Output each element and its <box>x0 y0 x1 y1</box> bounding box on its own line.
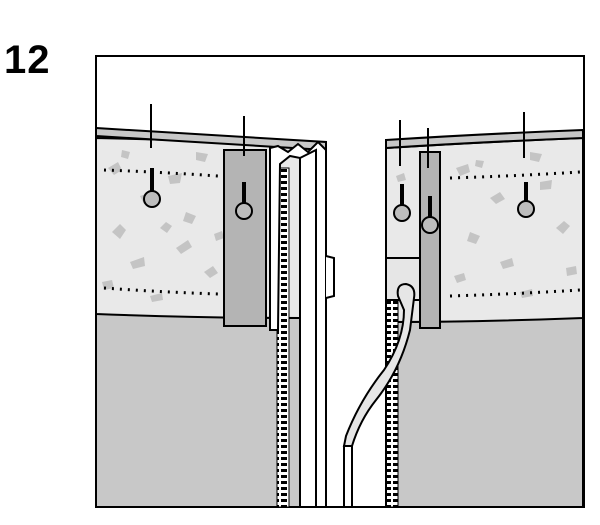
pin-icon <box>235 182 253 220</box>
zipper-pull-icon <box>342 282 416 447</box>
left-fabric-fold <box>269 140 327 508</box>
right-waistband-edge <box>385 128 584 150</box>
left-zipper-tape <box>223 149 267 327</box>
left-fabric <box>95 310 301 508</box>
left-garment-panel <box>95 104 335 508</box>
pin-icon <box>143 168 161 208</box>
left-basting-bottom <box>103 286 219 296</box>
pin-icon <box>517 182 535 218</box>
step-number: 12 <box>4 38 51 82</box>
pin-icon <box>421 196 439 234</box>
right-zipper-tape <box>419 151 441 329</box>
left-basting-top <box>103 168 219 178</box>
left-zipper-teeth <box>276 167 290 508</box>
left-zipper-stop <box>325 255 335 299</box>
right-fabric <box>385 314 584 508</box>
right-basting-bottom <box>449 288 581 298</box>
pin-icon <box>393 184 411 222</box>
right-garment-panel <box>342 112 584 508</box>
right-basting-top <box>449 170 581 180</box>
right-zipper-teeth <box>385 299 399 508</box>
